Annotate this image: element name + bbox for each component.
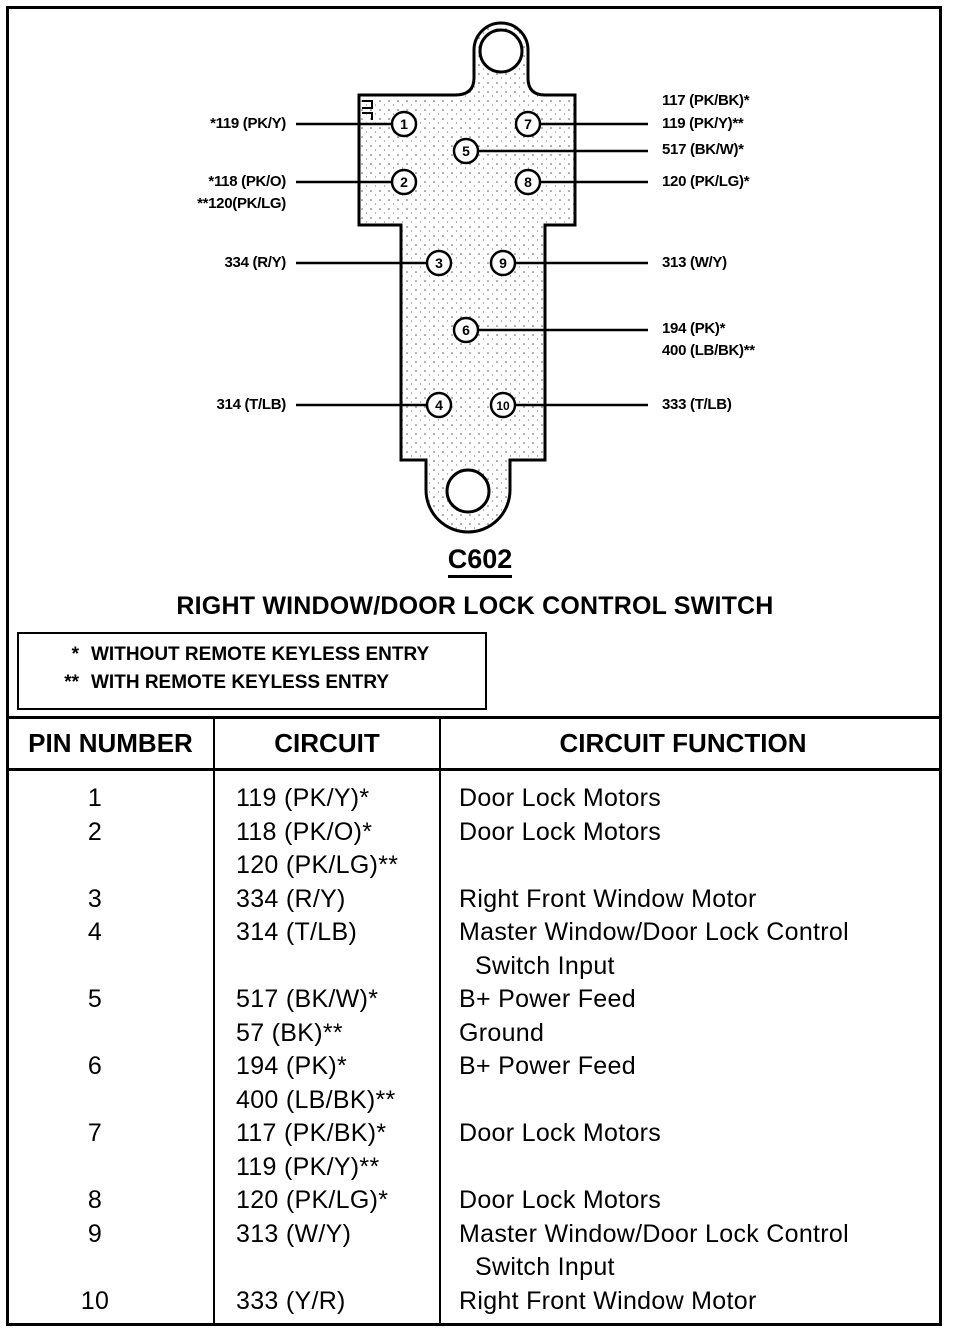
pin-table bbox=[6, 716, 942, 1326]
legend-mark: * bbox=[71, 644, 79, 665]
label-pin-6-a: 194 (PK)* bbox=[662, 320, 726, 337]
pin-number-cell: 3 bbox=[87, 884, 103, 913]
connector-id: C602 bbox=[0, 544, 960, 578]
legend-text: WITH REMOTE KEYLESS ENTRY bbox=[91, 672, 390, 693]
pin-number-cell: 10 bbox=[80, 1286, 110, 1315]
svg-text:2: 2 bbox=[400, 174, 408, 190]
pin-number-cell: 8 bbox=[87, 1186, 103, 1214]
pin-number-cell: 7 bbox=[87, 1119, 103, 1147]
function-cell: Master Window/Door Lock Control bbox=[459, 1219, 849, 1248]
function-cell: Ground bbox=[459, 1018, 545, 1047]
label-pin-8: 120 (PK/LG)* bbox=[662, 173, 750, 190]
key-marker bbox=[362, 100, 373, 120]
label-pin-1: *119 (PK/Y) bbox=[210, 115, 286, 132]
function-cell: Door Lock Motors bbox=[459, 817, 662, 846]
circuit-cell: 120 (PK/LG)** bbox=[236, 851, 399, 879]
circuit-cell: 334 (R/Y) bbox=[236, 884, 346, 913]
pin-number-cell: 6 bbox=[87, 1052, 103, 1080]
legend-item-without-rke: * WITHOUT REMOTE KEYLESS ENTRY bbox=[19, 644, 430, 666]
mounting-hole-top bbox=[478, 28, 524, 74]
function-cell: B+ Power Feed bbox=[459, 1052, 636, 1080]
circuit-cell: 118 (PK/O)* bbox=[236, 817, 373, 846]
legend-box: * WITHOUT REMOTE KEYLESS ENTRY ** WITH REM… bbox=[17, 632, 487, 710]
function-cell: Switch Input bbox=[475, 1253, 615, 1281]
label-pin-6-b: 400 (LB/BK)** bbox=[662, 342, 755, 359]
connector-body bbox=[357, 21, 577, 534]
pin-number-cell: 4 bbox=[87, 918, 103, 946]
pin-8: 8 bbox=[514, 168, 542, 196]
header-divider bbox=[6, 768, 942, 771]
pin-number-cell: 2 bbox=[87, 817, 103, 846]
pin-6: 6 bbox=[452, 316, 480, 344]
pin-number-cell: 9 bbox=[87, 1219, 103, 1248]
label-pin-2-b: **120(PK/LG) bbox=[197, 195, 286, 212]
svg-text:3: 3 bbox=[435, 255, 443, 271]
pin-1: 1 bbox=[390, 110, 418, 138]
circuit-cell: 333 (Y/R) bbox=[236, 1286, 346, 1315]
circuit-cell: 119 (PK/Y)* bbox=[236, 784, 370, 812]
header-pin-number: PIN NUMBER bbox=[28, 728, 193, 758]
circuit-cell: 194 (PK)* bbox=[236, 1052, 348, 1080]
function-cell: Master Window/Door Lock Control bbox=[459, 918, 849, 946]
svg-text:1: 1 bbox=[400, 116, 408, 132]
circuit-cell: 313 (W/Y) bbox=[236, 1219, 352, 1248]
svg-text:9: 9 bbox=[499, 255, 507, 271]
leader-lines bbox=[296, 122, 648, 407]
label-pin-3: 334 (R/Y) bbox=[224, 254, 287, 271]
label-pin-10: 333 (T/LB) bbox=[662, 396, 732, 413]
function-cell: Door Lock Motors bbox=[459, 784, 662, 812]
pin-cavities: 1 2 3 4 5 6 7 8 9 10 bbox=[390, 110, 542, 419]
pin-2: 2 bbox=[390, 168, 418, 196]
pin-9: 9 bbox=[489, 249, 517, 277]
function-cell: Switch Input bbox=[475, 951, 615, 980]
svg-text:5: 5 bbox=[462, 143, 470, 159]
label-pin-4: 314 (T/LB) bbox=[216, 396, 286, 413]
svg-text:6: 6 bbox=[462, 322, 470, 338]
connector-id-text: C602 bbox=[447, 544, 513, 578]
legend-item-with-rke: ** WITH REMOTE KEYLESS ENTRY bbox=[19, 672, 389, 694]
pin-10: 10 bbox=[489, 391, 517, 419]
circuit-cell: 120 (PK/LG)* bbox=[236, 1186, 389, 1214]
label-pin-7-b: 119 (PK/Y)** bbox=[662, 115, 744, 132]
pin-7: 7 bbox=[514, 110, 542, 138]
column-divider bbox=[439, 716, 441, 1326]
circuit-cell: 314 (T/LB) bbox=[236, 918, 358, 946]
page-frame bbox=[6, 6, 942, 1326]
circuit-cell: 400 (LB/BK)** bbox=[236, 1085, 396, 1114]
pin-3: 3 bbox=[425, 249, 453, 277]
connector-title: RIGHT WINDOW/DOOR LOCK CONTROL SWITCH bbox=[176, 592, 774, 620]
column-divider bbox=[213, 716, 215, 1326]
function-cell: Right Front Window Motor bbox=[459, 884, 757, 913]
connector-diagram: 1 2 3 4 5 6 7 8 9 10 bbox=[296, 21, 648, 534]
svg-text:10: 10 bbox=[496, 399, 510, 413]
circuit-cell: 119 (PK/Y)** bbox=[236, 1152, 380, 1181]
pin-4: 4 bbox=[425, 391, 453, 419]
pin-5: 5 bbox=[452, 137, 480, 165]
mounting-hole-bottom bbox=[445, 468, 491, 514]
header-circuit: CIRCUIT bbox=[274, 728, 380, 758]
circuit-cell: 117 (PK/BK)* bbox=[236, 1119, 387, 1147]
svg-text:7: 7 bbox=[524, 116, 532, 132]
function-cell: Door Lock Motors bbox=[459, 1186, 662, 1214]
label-pin-9: 313 (W/Y) bbox=[662, 254, 727, 271]
label-pin-2-a: *118 (PK/O) bbox=[208, 173, 286, 190]
svg-text:8: 8 bbox=[524, 174, 532, 190]
pin-number-cell: 1 bbox=[87, 784, 103, 812]
function-cell: Right Front Window Motor bbox=[459, 1286, 757, 1315]
circuit-cell: 57 (BK)** bbox=[236, 1018, 343, 1047]
svg-text:4: 4 bbox=[435, 397, 443, 413]
circuit-cell: 517 (BK/W)* bbox=[236, 985, 379, 1013]
pin-number-cell: 5 bbox=[87, 985, 103, 1013]
header-circuit-function: CIRCUIT FUNCTION bbox=[559, 728, 807, 758]
function-cell: Door Lock Motors bbox=[459, 1119, 662, 1147]
legend-text: WITHOUT REMOTE KEYLESS ENTRY bbox=[91, 644, 430, 665]
function-cell: B+ Power Feed bbox=[459, 985, 636, 1013]
legend-mark: ** bbox=[64, 672, 79, 693]
label-pin-5: 517 (BK/W)* bbox=[662, 141, 744, 158]
label-pin-7-a: 117 (PK/BK)* bbox=[662, 92, 750, 109]
